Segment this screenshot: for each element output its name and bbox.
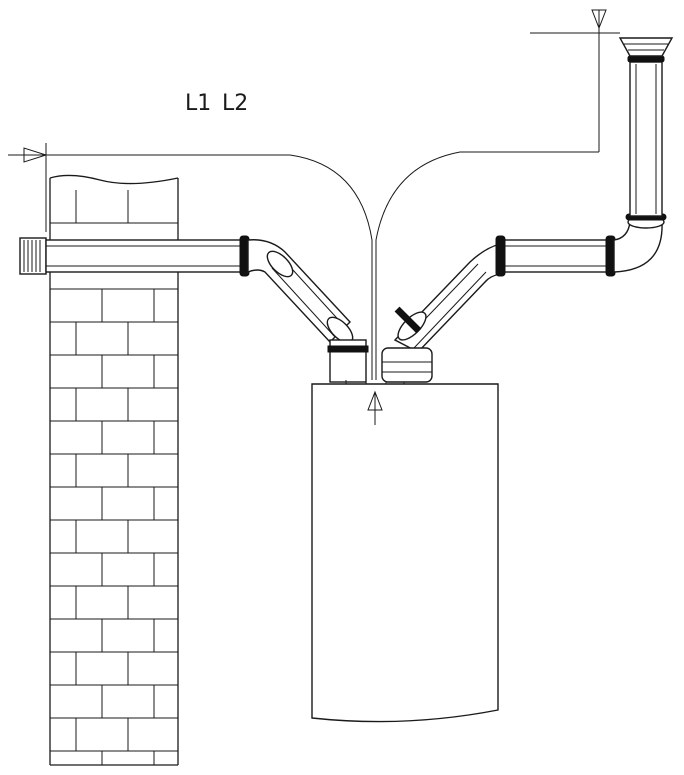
dimension-line-l2: [375, 9, 620, 380]
right-horizontal-flue-pipe: [495, 235, 616, 277]
right-elbow-pipe: [393, 243, 501, 353]
vertical-flue-pipe: [618, 37, 674, 217]
right-boiler-connector: [381, 347, 433, 420]
brick-courses: [50, 190, 178, 765]
label-l1: L1: [185, 91, 211, 116]
right-vertical-elbow: [613, 213, 667, 273]
left-boiler-connector: [327, 339, 369, 420]
left-elbow-pipe: [247, 239, 354, 344]
brick-wall: [49, 174, 179, 766]
label-l2: L2: [222, 91, 248, 116]
left-horizontal-flue-pipe: [19, 235, 250, 277]
reference-arrow: [367, 390, 383, 425]
dimension-line-l1: [8, 143, 373, 380]
boiler-unit: [311, 383, 499, 723]
